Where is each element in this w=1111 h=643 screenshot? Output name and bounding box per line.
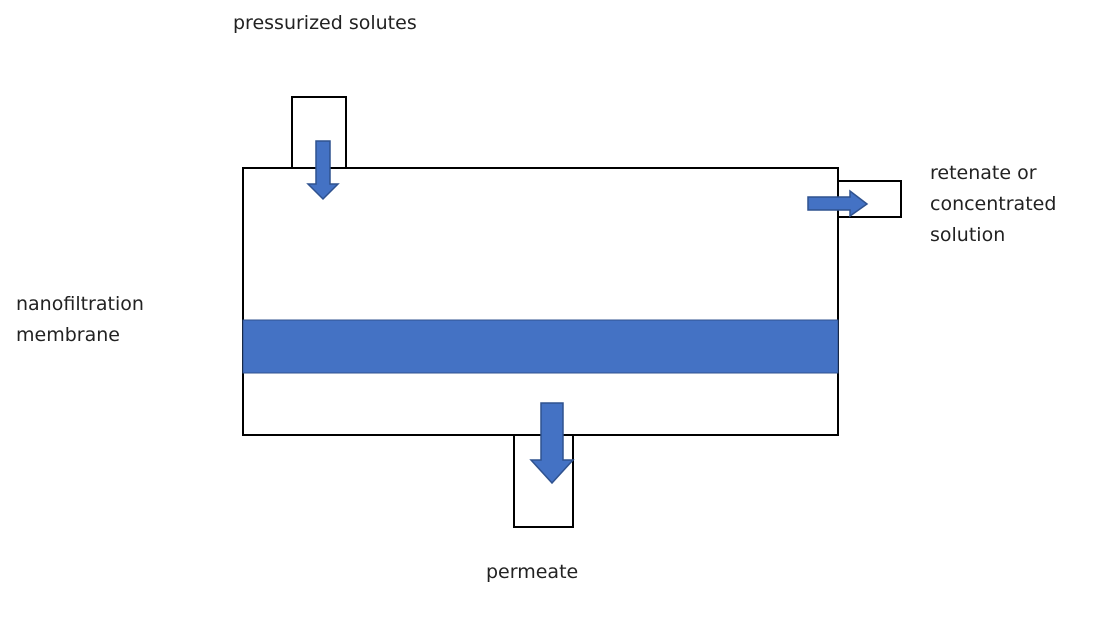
inlet-label: pressurized solutes [233, 8, 417, 39]
membrane-label: nanofiltration membrane [16, 289, 144, 351]
membrane-band [242, 319, 839, 374]
outlet-label-line: concentrated [930, 193, 1057, 215]
inlet-pipe [291, 96, 347, 168]
outlet-label-line: retenate or [930, 162, 1037, 184]
outlet-label: retenate or concentrated solution [930, 158, 1056, 251]
filter-housing [242, 167, 839, 436]
membrane-label-line: nanofiltration [16, 293, 144, 315]
inlet-arrow [306, 140, 340, 201]
permeate-arrow [529, 402, 575, 485]
inlet-label-text: pressurized solutes [233, 12, 417, 34]
outlet-arrow [807, 189, 869, 218]
permeate-label: permeate [486, 557, 578, 588]
outlet-label-line: solution [930, 224, 1006, 246]
permeate-label-text: permeate [486, 561, 579, 583]
membrane-label-line: membrane [16, 324, 120, 346]
